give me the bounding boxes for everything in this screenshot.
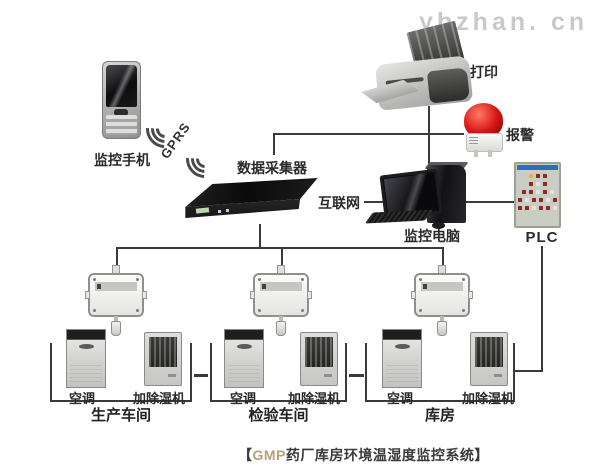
phone-screen — [106, 65, 137, 107]
dehumidifier-label: 加除湿机 — [461, 391, 514, 406]
internet-label: 互联网 — [318, 195, 360, 211]
ac-label: 空调 — [229, 391, 256, 406]
alarm-beacon-image — [461, 103, 507, 157]
room-bracket — [365, 343, 515, 402]
caption-open-bracket: 【 — [238, 447, 253, 463]
sensor-node-3 — [411, 258, 473, 336]
sensor-probe — [276, 321, 286, 336]
connector-room1-room2 — [194, 374, 208, 377]
computer-label: 监控电脑 — [404, 228, 460, 244]
printer-image — [361, 20, 475, 111]
printer-label: 打印 — [470, 64, 498, 80]
phone-keypad — [106, 115, 137, 135]
sensor-node-1 — [85, 258, 147, 336]
room-bracket — [210, 343, 347, 402]
alarm-dome — [464, 103, 503, 138]
connector-sensor-bus — [116, 247, 444, 249]
dehumidifier-image — [470, 332, 508, 386]
room-name: 库房 — [424, 407, 455, 424]
caption-close-bracket: 】 — [474, 447, 489, 463]
sensor-probe — [111, 321, 121, 336]
alarm-label: 报警 — [506, 127, 534, 143]
plc-cabinet-image — [514, 162, 561, 228]
room-name: 检验车间 — [248, 407, 309, 424]
connector-internet-computer — [364, 201, 396, 203]
ac-unit-image — [224, 329, 264, 388]
connector-collector-up — [273, 133, 275, 155]
monitoring-computer-image — [364, 162, 474, 229]
room-warehouse: 空调 加除湿机 库房 — [365, 328, 515, 424]
room-name: 生产车间 — [90, 407, 151, 424]
connector-plc-down — [541, 246, 543, 372]
connector-top-horizontal — [273, 133, 464, 135]
ac-label: 空调 — [68, 391, 95, 406]
connector-plc-room — [513, 370, 543, 372]
room-bracket — [50, 343, 192, 402]
connector-drop-sensor-2 — [281, 247, 283, 268]
connector-computer-plc — [462, 201, 514, 203]
plc-label: PLC — [525, 229, 559, 246]
ac-unit-image — [66, 329, 106, 388]
ac-label: 空调 — [386, 391, 413, 406]
connector-room2-room3 — [349, 374, 364, 377]
dehumidifier-image — [300, 332, 338, 386]
connector-collector-bus — [259, 224, 261, 249]
phone-label: 监控手机 — [94, 152, 150, 168]
connector-drop-sensor-3 — [442, 247, 444, 268]
sensor-node-2 — [250, 258, 312, 336]
room-inspection: 空调 加除湿机 检验车间 — [210, 328, 347, 424]
caption-text: 药厂库房环境温湿度监控系统 — [285, 447, 475, 463]
diagram-caption: 【GMP药厂库房环境温湿度监控系统】 — [238, 445, 489, 465]
dehumidifier-label: 加除湿机 — [132, 391, 185, 406]
monitoring-phone-image — [102, 61, 141, 139]
ac-unit-image — [382, 329, 422, 388]
plc-header-strip — [517, 165, 558, 170]
data-collector-image — [184, 178, 319, 228]
sensor-probe — [437, 321, 447, 336]
connector-printer-computer — [428, 106, 430, 168]
caption-brand: GMP — [252, 447, 286, 463]
computer-mouse — [432, 222, 445, 229]
dehumidifier-label: 加除湿机 — [287, 391, 340, 406]
room-production: 空调 加除湿机 生产车间 — [50, 328, 192, 424]
connector-drop-sensor-1 — [116, 247, 118, 268]
dehumidifier-image — [144, 332, 182, 386]
computer-keyboard — [364, 209, 434, 224]
collector-label: 数据采集器 — [237, 160, 307, 176]
